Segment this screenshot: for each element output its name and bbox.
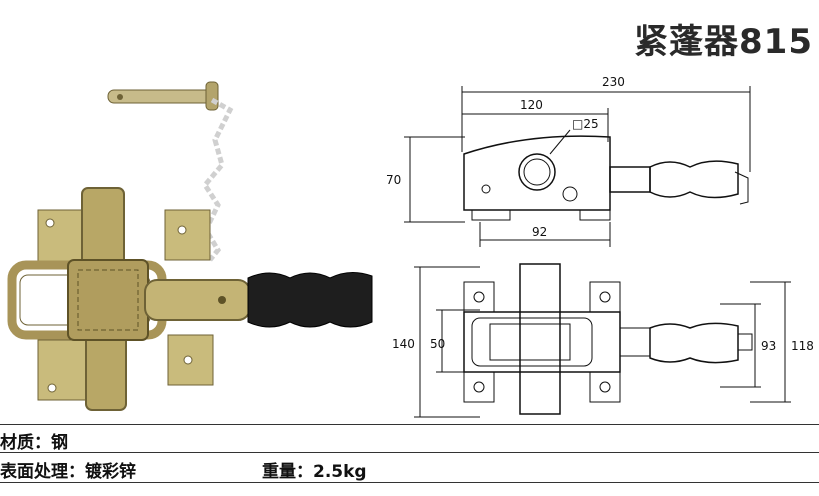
technical-drawing: 230 120 □25 70 92 140 50 93 118 — [386, 75, 814, 418]
divider-bottom — [0, 482, 819, 483]
dim-overall-width: 118 — [791, 339, 814, 353]
dim-base-length: 92 — [532, 225, 547, 239]
dim-inner-width: 50 — [430, 337, 445, 351]
divider-top — [0, 424, 819, 425]
handle-tube — [144, 279, 251, 321]
right-mount-plate — [164, 209, 214, 386]
dim-plan-width: 140 — [392, 337, 415, 351]
rubber-grip — [247, 272, 373, 328]
dim-inner-height: 93 — [761, 339, 776, 353]
pin-and-chain — [107, 81, 234, 262]
ratchet-gear — [67, 259, 149, 341]
divider-middle — [0, 452, 819, 453]
upper-shaft — [81, 187, 125, 269]
product-title: 紧蓬器815 — [634, 22, 813, 62]
dim-height: 70 — [386, 173, 401, 187]
dim-overall-length: 230 — [602, 75, 625, 89]
dim-hole: □25 — [572, 117, 599, 131]
spec-material: 材质：钢 — [0, 433, 68, 453]
product-photo — [7, 81, 373, 411]
spec-surface: 表面处理：镀彩锌 — [0, 462, 136, 482]
spec-weight: 重量：2.5kg — [262, 462, 367, 482]
dim-body-length: 120 — [520, 98, 543, 112]
